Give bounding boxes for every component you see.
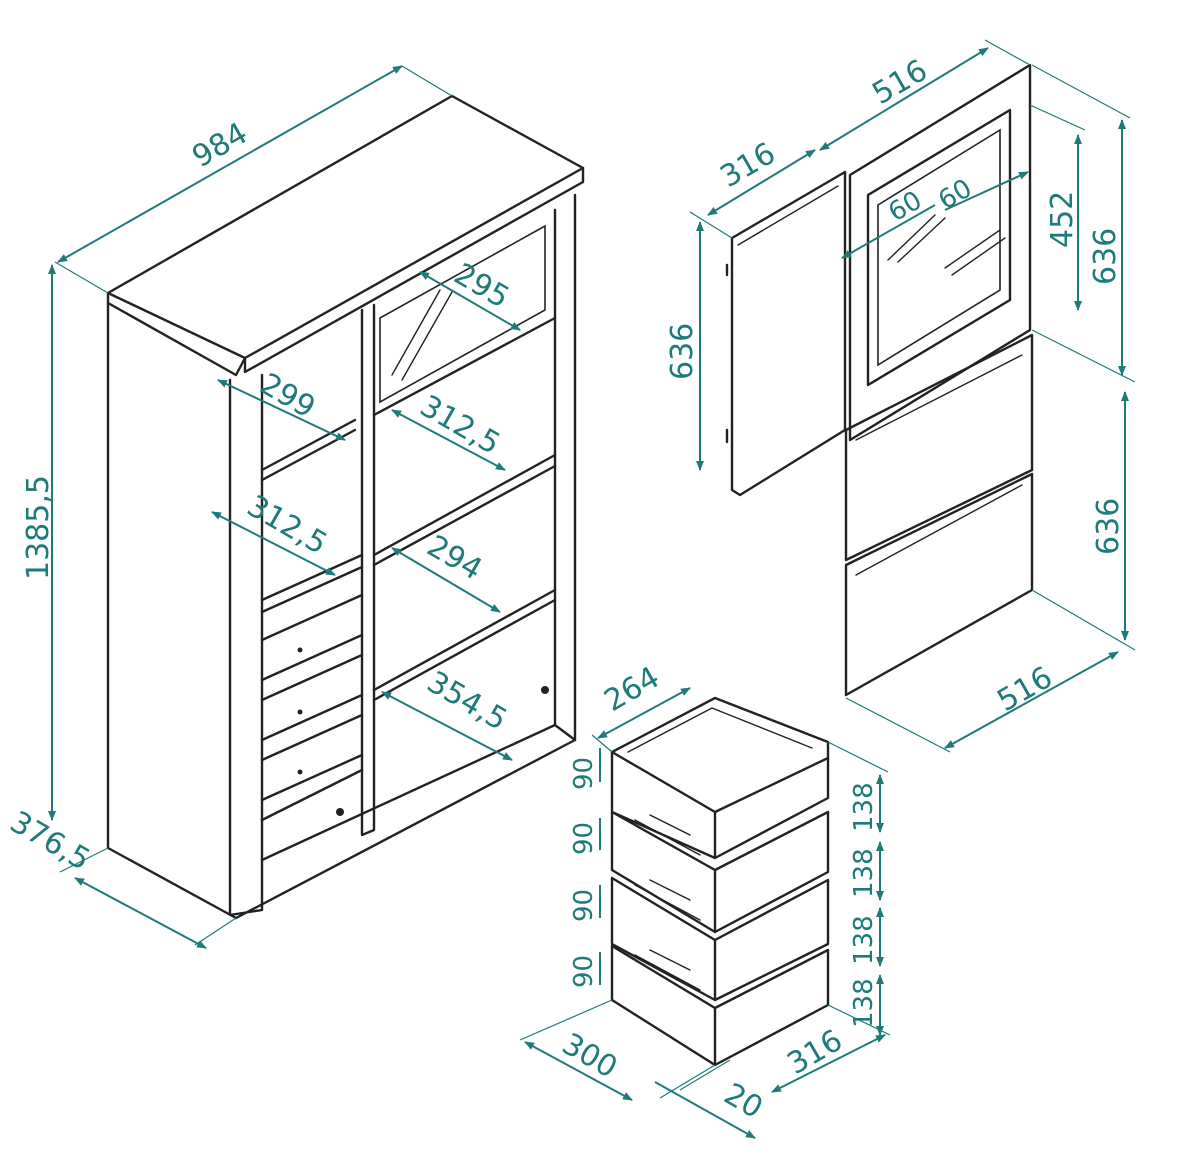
shelf-right-1 bbox=[372, 316, 557, 417]
knob-3 bbox=[297, 769, 303, 775]
dim-line-glass-door-width bbox=[819, 47, 989, 151]
cabinet-base-inner bbox=[260, 723, 557, 862]
dim-line-frame-2 bbox=[944, 171, 1029, 211]
shelf-left-bottom bbox=[260, 768, 364, 822]
drawer-front-thickness-label: 20 bbox=[718, 1077, 769, 1126]
dim-line-inner-5 bbox=[391, 547, 501, 613]
drawer-top-width-label: 264 bbox=[599, 660, 666, 719]
inner-width-label-5: 294 bbox=[421, 529, 488, 588]
dim-line-left-door-width bbox=[707, 149, 816, 216]
left-door-height-label: 636 bbox=[665, 323, 700, 380]
glass-door-pane bbox=[877, 128, 1001, 367]
glass-height-label: 452 bbox=[1045, 191, 1080, 248]
lower-door-handles bbox=[855, 354, 1023, 576]
knob-1 bbox=[297, 647, 303, 653]
glass-frame-label-1: 60 bbox=[884, 186, 928, 229]
drawer-1 bbox=[610, 696, 830, 860]
drawer-2 bbox=[610, 810, 830, 934]
top-glass-panel bbox=[379, 224, 546, 404]
dim-line-drawer-top-width bbox=[597, 687, 691, 739]
left-door-inner-edge bbox=[737, 185, 839, 246]
cabinet-depth-label: 376,5 bbox=[4, 805, 96, 878]
shelf-left-1 bbox=[260, 418, 357, 472]
shelf-left-2b bbox=[260, 565, 364, 614]
door-dimensions: 316 516 636 60 60 452 636 636 516 bbox=[665, 39, 1136, 753]
drawer-outer-height-label-3: 138 bbox=[849, 915, 879, 965]
cabinet-left-post bbox=[228, 373, 264, 917]
hinge-hole bbox=[541, 686, 549, 694]
cabinet-divider bbox=[360, 303, 376, 837]
drawers-drawing bbox=[610, 696, 830, 1067]
glass-reflection-1 bbox=[391, 289, 441, 376]
dim-line-lower-door-width bbox=[944, 651, 1119, 749]
shelf-right-2 bbox=[372, 453, 557, 557]
cabinet-drawing bbox=[106, 94, 585, 920]
dim-line-frame-1 bbox=[841, 204, 936, 259]
lower-door-upper-panel bbox=[844, 333, 1034, 562]
dim-line-depth bbox=[74, 877, 207, 949]
drawer-outer-height-label-1: 138 bbox=[849, 782, 879, 832]
drawer-inner-height-label-4: 90 bbox=[569, 955, 599, 988]
dim-line-inner-2 bbox=[217, 379, 346, 441]
cabinet-right-post bbox=[553, 193, 577, 742]
glass-door-reflection-2 bbox=[944, 229, 1006, 276]
lower-door-height-label: 636 bbox=[1091, 498, 1126, 555]
cabinet-height-label: 1385,5 bbox=[21, 475, 56, 580]
cabinet-small-drawers bbox=[260, 593, 364, 802]
cabinet-top bbox=[106, 94, 585, 360]
left-door-width-label: 316 bbox=[715, 136, 782, 195]
inner-width-label-3: 312,5 bbox=[414, 389, 506, 462]
drawer-inner-height-label-1: 90 bbox=[569, 757, 599, 790]
drawer-3 bbox=[610, 876, 830, 1002]
drawer-inner-height-label-3: 90 bbox=[569, 889, 599, 922]
dim-line-inner-4 bbox=[211, 511, 336, 576]
glass-frame-label-2: 60 bbox=[934, 174, 978, 217]
doors-drawing bbox=[725, 63, 1034, 697]
cabinet-left-side bbox=[106, 301, 238, 920]
drawer-outer-height-label-2: 138 bbox=[849, 848, 879, 898]
drawer-inner-height-label-2: 90 bbox=[569, 822, 599, 855]
dim-line-drawer-front-thickness bbox=[654, 1081, 756, 1139]
lower-door-lower-panel bbox=[844, 472, 1034, 697]
dim-line-drawer-depth bbox=[524, 1041, 633, 1101]
cable-hole bbox=[336, 808, 344, 816]
left-door bbox=[730, 170, 847, 497]
knob-2 bbox=[297, 709, 303, 715]
dim-line-width bbox=[57, 65, 403, 263]
glass-door-width-label: 516 bbox=[867, 53, 934, 112]
cabinet-base-front bbox=[234, 738, 577, 920]
dim-line-inner-6 bbox=[381, 691, 513, 761]
dim-line-inner-1 bbox=[419, 271, 521, 331]
drawer-outer-height-label-4: 138 bbox=[849, 978, 879, 1028]
drawer-front-width-label: 316 bbox=[782, 1023, 849, 1082]
glass-door bbox=[848, 63, 1032, 442]
glass-door-reflection-1 bbox=[887, 214, 946, 263]
inner-width-label-2: 299 bbox=[254, 367, 321, 426]
cabinet-width-label: 984 bbox=[187, 116, 254, 175]
shelf-left-2 bbox=[260, 553, 364, 602]
inner-width-label-6: 354,5 bbox=[421, 665, 513, 738]
shelf-right-3b bbox=[372, 598, 557, 702]
glass-door-height-label: 636 bbox=[1088, 228, 1123, 285]
dim-line-inner-3 bbox=[391, 409, 506, 471]
cabinet-top-front bbox=[243, 166, 585, 374]
lower-door-width-label: 516 bbox=[992, 660, 1059, 719]
shelf-right-3 bbox=[372, 588, 557, 692]
cabinet-top-edge bbox=[106, 291, 247, 377]
dim-line-drawer-front-width bbox=[771, 1034, 886, 1093]
